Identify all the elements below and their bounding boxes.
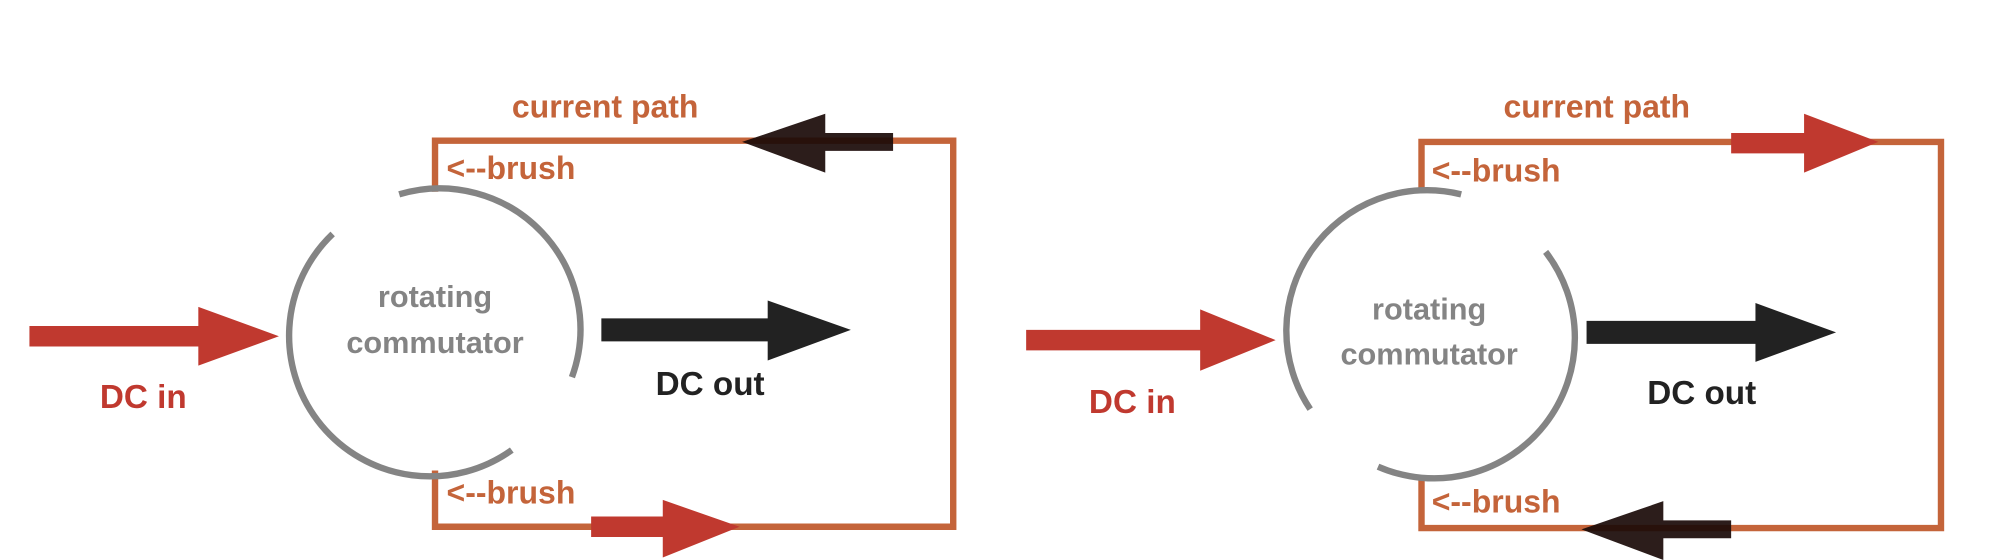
current-direction-arrow-bottom-left	[1581, 501, 1732, 560]
brush-top-label: <--brush	[1432, 153, 1561, 189]
commutator-arc-left	[1283, 187, 1462, 411]
panel-left: current path <--brush <--brush rotating …	[29, 89, 957, 558]
commutator-arc-upper	[398, 185, 584, 379]
current-direction-arrow-top-right	[1731, 113, 1879, 173]
current-path-label: current path	[1504, 89, 1691, 125]
brush-top-label: <--brush	[447, 150, 576, 186]
commutator-label-line2: commutator	[1340, 336, 1517, 371]
commutator-label-line2: commutator	[346, 325, 523, 360]
commutator-arc-right	[1376, 249, 1578, 482]
brush-bottom-label: <--brush	[447, 475, 576, 511]
current-path-loop	[431, 137, 957, 530]
panel-right: current path <--brush <--brush rotating …	[1026, 89, 1945, 560]
dc-in-arrow	[29, 306, 279, 366]
commutator-label-line1: rotating	[1372, 292, 1486, 327]
dc-out-label: DC out	[656, 366, 765, 403]
commutator-label-line1: rotating	[378, 279, 492, 314]
dc-in-label: DC in	[1089, 384, 1176, 421]
dc-out-arrow	[601, 300, 851, 361]
commutator-arc-lower	[285, 231, 514, 480]
current-path-label: current path	[512, 89, 699, 125]
dc-in-arrow	[1026, 309, 1276, 371]
dc-out-label: DC out	[1647, 375, 1756, 412]
current-direction-arrow-top-left	[742, 113, 894, 173]
current-direction-arrow-bottom-right	[591, 499, 740, 558]
current-path-loop	[1418, 138, 1945, 532]
dc-out-arrow	[1586, 303, 1837, 362]
dc-in-label: DC in	[100, 379, 187, 416]
brush-bottom-label: <--brush	[1432, 484, 1561, 520]
